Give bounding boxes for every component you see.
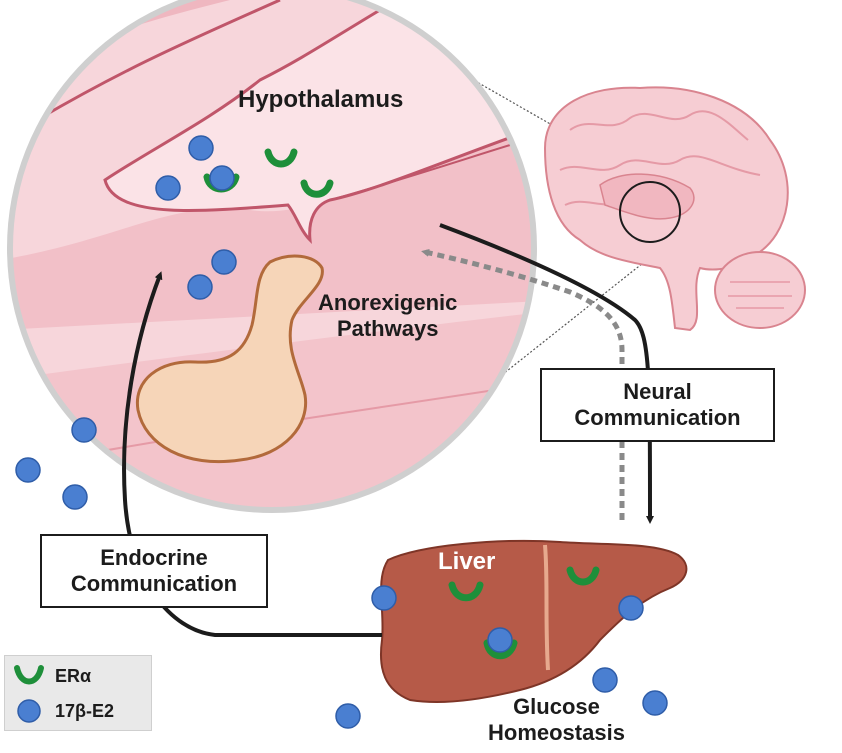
neural-communication-box: Neural Communication — [540, 368, 775, 442]
dashed-feedback-arrow — [421, 248, 625, 520]
liver-illustration — [380, 539, 688, 703]
pituitary-illustration — [135, 254, 324, 464]
neural-line2: Communication — [574, 405, 741, 430]
estradiol-dot-icon — [15, 135, 668, 729]
endocrine-line2: Communication — [70, 571, 238, 596]
brain-illustration — [543, 86, 806, 332]
hypothalamus-label: Hypothalamus — [238, 86, 404, 113]
zoom-line-bottom — [429, 239, 673, 433]
neural-line1: Neural — [623, 379, 692, 405]
endocrine-arrow — [122, 271, 382, 637]
endocrine-communication-box: Endocrine Communication — [40, 534, 268, 608]
endocrine-line1: Endocrine — [100, 545, 208, 571]
legend-item-era: ERα — [13, 664, 91, 688]
anorexigenic-line2: Pathways — [336, 315, 439, 341]
legend-label-era: ERα — [55, 665, 92, 686]
zoom-circle-frame — [7, 0, 537, 513]
glucose-homeostasis-label: Glucose Homeostasis — [488, 694, 625, 746]
legend-label-estradiol: 17β-E2 — [55, 700, 115, 721]
legend: ERα 17β-E2 — [4, 655, 152, 731]
liver-label: Liver — [438, 548, 496, 575]
anorexigenic-pathways-label: Anorexigenic Pathways — [318, 290, 457, 342]
receptor-cup-icon — [203, 148, 600, 660]
brain-zoom-circle — [619, 181, 681, 243]
estradiol-dot-icon — [17, 699, 41, 723]
receptor-cup-icon — [14, 665, 44, 685]
anorexigenic-line1: Anorexigenic — [318, 290, 458, 315]
glucose-line1: Glucose — [513, 694, 600, 719]
glucose-line2: Homeostasis — [488, 719, 625, 745]
legend-item-estradiol: 17β-E2 — [13, 698, 114, 724]
